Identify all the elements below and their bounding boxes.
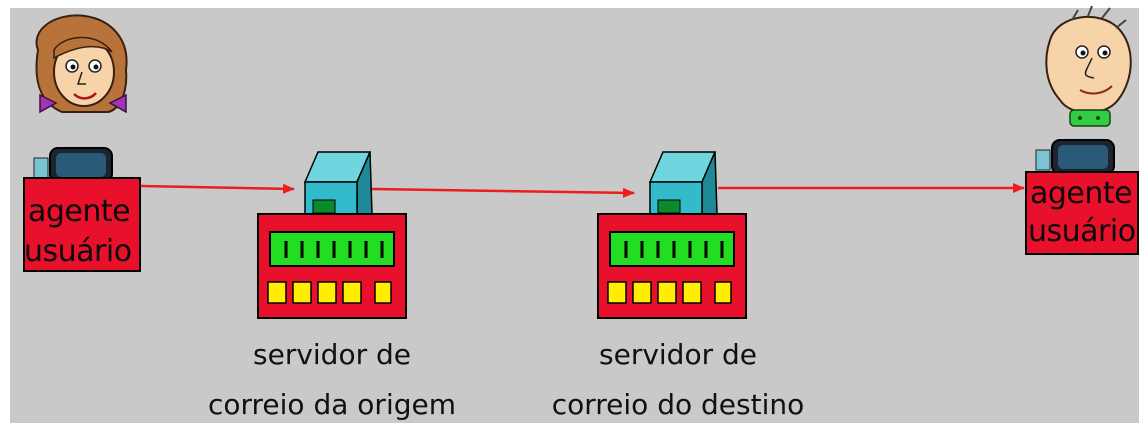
origin-server-label-line1: servidor de	[253, 338, 411, 371]
diagram-background	[10, 8, 1139, 423]
receiver-user-agent-box	[1025, 139, 1139, 255]
sender-user-agent-box	[23, 147, 141, 272]
origin-server-label-line2: correio da origem	[207, 388, 456, 421]
destination-server-label-line1: servidor de	[599, 338, 757, 371]
sender-user-agent-label-line1: agente	[28, 194, 131, 229]
receiver-user-agent-label-line1: agente	[1030, 176, 1133, 211]
destination-server-label-line2: correio do destino	[551, 388, 805, 421]
destination-mail-server-icon	[597, 151, 747, 319]
origin-mail-server-icon	[257, 151, 407, 319]
sender-person-icon	[35, 14, 128, 114]
receiver-person-icon	[1045, 5, 1132, 127]
arrow-sender-to-origin-server	[140, 183, 295, 194]
receiver-user-agent-label-line2: usuário	[1028, 214, 1136, 249]
arrow-origin-to-destination-server	[371, 187, 635, 198]
sender-user-agent-label-line2: usuário	[24, 234, 132, 269]
